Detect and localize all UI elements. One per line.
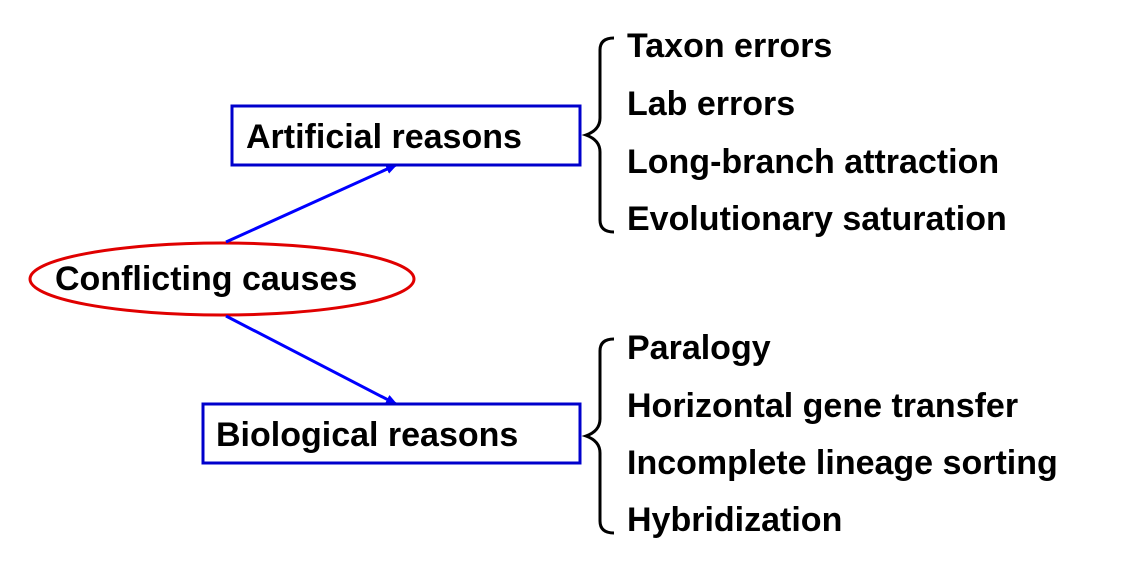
biological-item-paralogy: Paralogy [627, 329, 771, 367]
arrow-to-artificial [225, 163, 398, 244]
biological-items-brace [581, 337, 615, 535]
root-ellipse [28, 241, 416, 317]
artificial-item-evolutionary-saturation: Evolutionary saturation [627, 200, 1007, 238]
arrow-to-biological [225, 314, 398, 406]
biological-item-hybridization: Hybridization [627, 501, 843, 539]
artificial-item-taxon-errors: Taxon errors [627, 27, 833, 65]
biological-item-incomplete-lineage-sorting: Incomplete lineage sorting [627, 444, 1058, 482]
biological-reasons-box [201, 402, 582, 465]
biological-item-horizontal-gene-transfer: Horizontal gene transfer [627, 387, 1019, 425]
biological-reasons-label: Biological reasons [216, 416, 519, 454]
artificial-item-lab-errors: Lab errors [627, 85, 796, 123]
artificial-reasons-label: Artificial reasons [246, 118, 522, 156]
root-label: Conflicting causes [55, 260, 358, 298]
artificial-reasons-box [230, 104, 582, 167]
artificial-items-brace [581, 36, 615, 234]
artificial-item-long-branch-attraction: Long-branch attraction [627, 143, 1000, 181]
